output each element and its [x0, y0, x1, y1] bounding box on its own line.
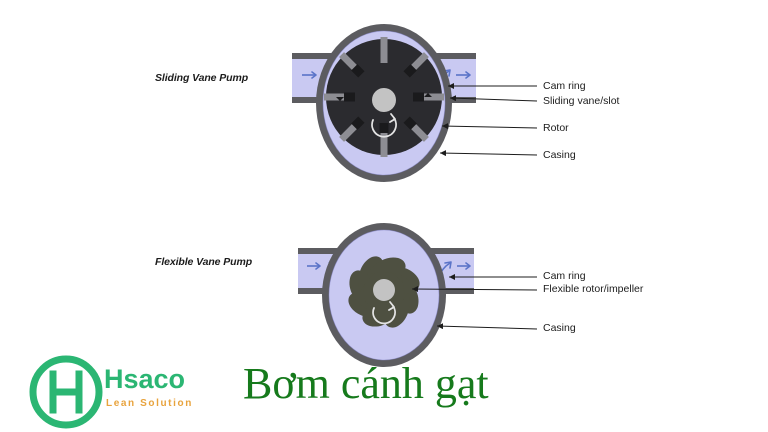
logo-h-letter: [49, 370, 83, 414]
vane-slot: [413, 92, 424, 102]
callout-leaders-bottom: [411, 274, 538, 330]
sliding-vane: [409, 122, 429, 142]
vane-slot: [379, 123, 389, 133]
vane-slot: [403, 64, 417, 78]
cam-ring-edge-bottom: [328, 229, 440, 361]
callout-label-casing-bottom: Casing: [543, 322, 576, 334]
rotor-group-top: [324, 37, 444, 157]
vane-slot: [351, 116, 365, 130]
callout-label-cam-ring-top: Cam ring: [543, 80, 586, 92]
callout-label-flexible-rotor-impeller: Flexible rotor/impeller: [543, 283, 644, 295]
rotation-arrow-bottom: [372, 301, 396, 325]
vane-slot: [351, 64, 365, 78]
page-headline: Bơm cánh gạt: [243, 359, 489, 408]
cam-ring-edge-top: [322, 30, 446, 176]
callout-label-rotor: Rotor: [543, 122, 569, 134]
rotation-arrow-top: [371, 113, 397, 138]
callout-leaders-top: [439, 83, 538, 157]
vane-slot: [403, 116, 417, 130]
vane-slot: [344, 92, 355, 102]
sliding-vane: [380, 131, 388, 157]
logo-circle: [29, 355, 103, 429]
sliding-vane-pump-title: Sliding Vane Pump: [155, 72, 249, 84]
sliding-vane: [380, 37, 388, 63]
leader-casing-bottom: [436, 323, 538, 330]
leader-sliding-vane: [449, 95, 538, 102]
brand-tagline: Lean Solution: [106, 398, 193, 409]
vane-tip: [424, 93, 432, 97]
flexible-impeller-group: [348, 256, 420, 328]
flexible-vane-pump-figure: [298, 223, 538, 367]
callout-label-casing-top: Casing: [543, 149, 576, 161]
leader-rotor: [441, 123, 538, 130]
brand-name: Hsaco: [104, 364, 186, 394]
vane-tip: [336, 97, 344, 101]
sliding-vane: [409, 52, 429, 72]
impeller-hub: [373, 279, 395, 301]
sliding-vanes-top: [324, 37, 444, 157]
callout-label-sliding-vane-slot: Sliding vane/slot: [543, 95, 620, 107]
logo-notch: [53, 374, 79, 378]
leader-casing: [439, 150, 538, 157]
sliding-vane: [339, 52, 359, 72]
rotor-hub-top: [372, 88, 396, 112]
flexible-vane-pump-title: Flexible Vane Pump: [155, 256, 253, 268]
leader-flexible-rotor: [411, 286, 538, 293]
hsaco-logo-mark: [29, 355, 103, 429]
sliding-vane-pump-figure: [292, 24, 538, 182]
sliding-vane: [339, 122, 359, 142]
callout-label-cam-ring-bottom: Cam ring: [543, 270, 586, 282]
